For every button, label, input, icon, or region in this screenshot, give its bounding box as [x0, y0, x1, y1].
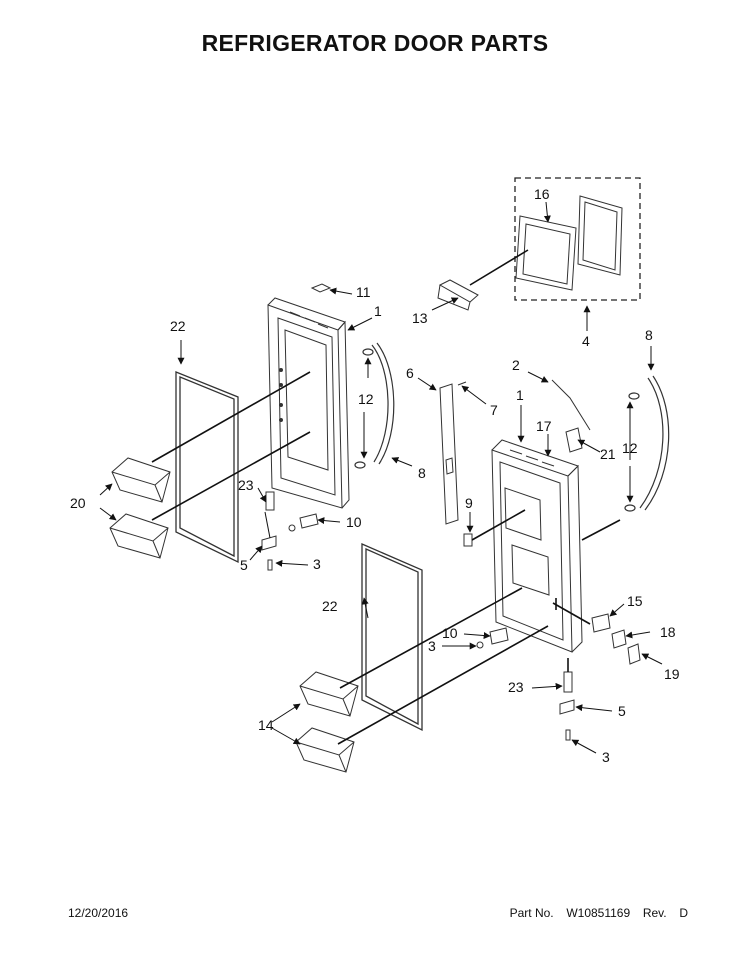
callout-16: 16: [534, 186, 550, 202]
callout-arrows: [99, 201, 663, 754]
page-title: REFRIGERATOR DOOR PARTS: [201, 30, 549, 56]
callout-19: 19: [664, 666, 680, 682]
left-door-handle: [354, 342, 395, 469]
callout-12-right: 12: [622, 440, 638, 456]
callout-1-left: 1: [374, 303, 382, 319]
callout-14: 14: [258, 717, 274, 733]
callout-10-left: 10: [346, 514, 362, 530]
callout-8-right: 8: [645, 327, 653, 343]
part-number-label: Part No.: [509, 906, 554, 920]
callout-23-left: 23: [238, 477, 254, 493]
ice-door-parts: [437, 195, 623, 311]
callout-3-right: 3: [602, 749, 610, 765]
callout-4: 4: [582, 333, 590, 349]
callout-11: 11: [356, 284, 371, 300]
right-door-bins: [295, 671, 359, 773]
callout-5-right: 5: [618, 703, 626, 719]
leader-lines: [151, 249, 621, 745]
callout-8-left: 8: [418, 465, 426, 481]
callout-20: 20: [70, 495, 86, 511]
callout-3-left: 3: [313, 556, 321, 572]
revision: D: [679, 906, 688, 920]
callout-15: 15: [627, 593, 643, 609]
door-support-bar: [439, 381, 467, 525]
callout-12-left: 12: [358, 391, 374, 407]
callout-22-left: 22: [170, 318, 186, 334]
callout-2: 2: [512, 357, 520, 373]
callout-21: 21: [600, 446, 616, 462]
right-small-parts: [463, 379, 641, 741]
callout-labels: 1 1 2 3 3 3 4 5 5 6 7 8 8 9 10 10 11 12 …: [70, 186, 680, 765]
callout-18: 18: [660, 624, 676, 640]
footer-part-info: Part No. W10851169 Rev. D: [510, 906, 688, 920]
right-door-gasket: [361, 543, 423, 732]
revision-label: Rev.: [642, 906, 667, 920]
callout-9: 9: [465, 495, 473, 511]
callout-7: 7: [490, 402, 498, 418]
callout-13: 13: [412, 310, 428, 326]
callout-22-right: 22: [322, 598, 338, 614]
callout-1-right: 1: [516, 387, 524, 403]
callout-23-right: 23: [508, 679, 524, 695]
footer-date: 12/20/2016: [68, 906, 129, 920]
callout-10-right: 10: [442, 625, 458, 641]
left-door-bins: [109, 457, 171, 559]
callout-17: 17: [536, 418, 552, 434]
right-door-handle: [624, 375, 670, 512]
right-door: [491, 439, 583, 653]
part-number: W10851169: [566, 906, 631, 920]
door-cap-left: [310, 283, 332, 293]
left-hinge-parts: [261, 491, 319, 571]
callout-3-mid: 3: [428, 638, 436, 654]
left-door-gasket: [175, 371, 239, 564]
callout-5-left: 5: [240, 557, 248, 573]
callout-6: 6: [406, 365, 414, 381]
left-door: [267, 297, 350, 509]
ice-door-assembly-box: [514, 177, 641, 301]
